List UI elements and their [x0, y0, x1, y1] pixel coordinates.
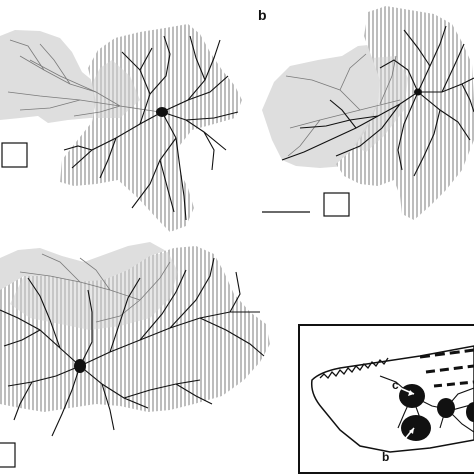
panel-b: b — [258, 6, 474, 220]
panel-c-scale-box — [0, 442, 16, 468]
inset-arrow-c-head — [408, 390, 414, 396]
inset-serrated-edge — [319, 357, 389, 380]
panel-b-hatched-field — [336, 6, 474, 220]
panel-a-faint-neuron — [7, 39, 161, 117]
panel-a-neuron — [63, 35, 239, 221]
inset-arrow-b-head — [409, 428, 414, 434]
panel-b-scale-box — [323, 192, 350, 217]
panel-a-soma — [156, 107, 168, 117]
inset-retina-diagram: c b — [298, 324, 474, 474]
panel-c-soma — [74, 359, 86, 373]
inset-dashed-layers — [419, 348, 474, 388]
panel-b-label: b — [258, 7, 267, 23]
panel-b-overlap — [354, 56, 408, 152]
inset-cell-c — [399, 384, 425, 408]
inset-label-c: c — [392, 378, 399, 392]
inset-cell-right — [466, 402, 474, 422]
inset-label-b: b — [382, 450, 389, 464]
panel-c-overlap — [10, 252, 178, 330]
panel-b-neuron — [281, 25, 474, 177]
panel-a — [0, 24, 242, 232]
panel-c-faint-neuron — [19, 253, 171, 323]
panel-b-soma — [414, 88, 422, 96]
panel-b-faint-neuron — [285, 53, 401, 157]
panel-a-scale-box — [1, 142, 28, 168]
inset-cell-middle — [437, 398, 455, 418]
panel-c-neuron — [0, 257, 265, 437]
panel-c — [0, 242, 270, 468]
